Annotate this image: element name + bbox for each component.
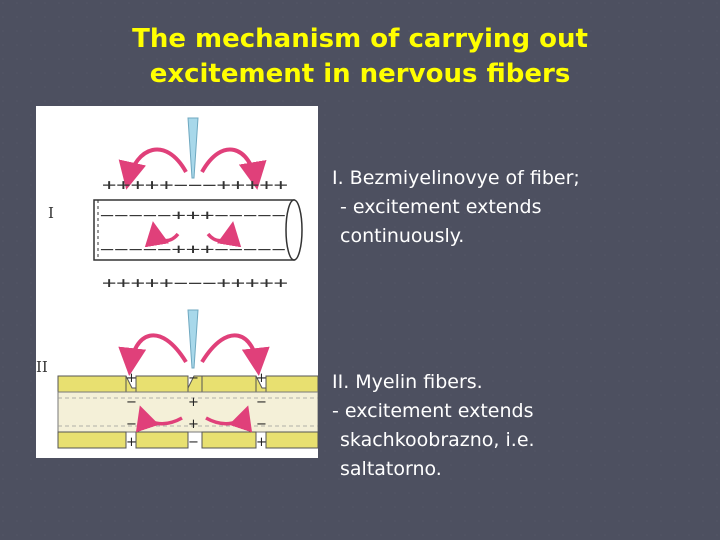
section-unmyelinated: I. Bezmiyelinovye of fiber; - excitement… [332,164,580,251]
node-charge: − [188,371,199,386]
section-2-line-4: saltatorno. [340,458,442,480]
fiber-diagram: I II +++++−−−+++++ −−−−−+++−−−−− −−−−−++… [36,106,318,458]
electrode-2 [187,309,199,369]
title-line-1: The mechanism of carrying out [132,24,588,54]
section-1-heading: I. Bezmiyelinovye of fiber; [332,167,580,189]
section-1-line-3: continuously. [340,225,465,247]
roman-numeral-2: II [36,358,48,376]
unmyelinated-fiber: +++++−−−+++++ −−−−−+++−−−−− −−−−−+++−−−−… [93,117,303,292]
arrow-inner-left [144,221,180,248]
arrow-myelin-inner-right [205,405,253,433]
charges-top: +++++−−−+++++ [102,176,288,194]
axon-end [285,199,303,261]
arrow-myelin-right [200,333,270,376]
node-charge: + [188,395,199,410]
inner-charges-bottom: −−−−−+++−−−−− [100,242,286,258]
arrow-top-left [118,147,188,190]
charges-bottom: +++++−−−+++++ [102,274,288,292]
node-charge: + [126,435,137,450]
node-charge: − [126,417,137,432]
arrow-top-right [200,147,267,190]
node-charge: + [126,371,137,386]
title-line-2: excitement in nervous fibers [149,59,571,89]
arrow-myelin-left [118,333,188,376]
node-charge: + [256,435,267,450]
node-charge: − [126,395,137,410]
node-charge: + [188,417,199,432]
arrow-inner-right [206,221,242,248]
section-1-line-2: - excitement extends [340,196,542,218]
node-charge: − [256,395,267,410]
node-charge: + [256,371,267,386]
node-charge: − [188,435,199,450]
section-myelinated: II. Myelin fibers. - excitement extends … [332,368,535,484]
myelinated-fiber: + − + − + − − + − + − + [57,309,318,450]
section-2-heading: II. Myelin fibers. [332,371,483,393]
arrow-myelin-inner-left [135,405,183,433]
myelin-axon [57,391,318,433]
electrode-1 [187,117,199,179]
axon-tube [93,199,295,261]
section-2-line-2: - excitement extends [332,400,534,422]
section-2-line-3: skachkoobrazno, i.e. [340,429,535,451]
inner-charges-top: −−−−−+++−−−−− [100,208,286,224]
node-charge: − [256,417,267,432]
slide-title: The mechanism of carrying out excitement… [60,22,660,92]
fiber-diagram-drawing: I II +++++−−−+++++ −−−−−+++−−−−− −−−−−++… [36,117,318,450]
myelin-bottom [57,431,127,449]
roman-numeral-1: I [48,204,54,222]
